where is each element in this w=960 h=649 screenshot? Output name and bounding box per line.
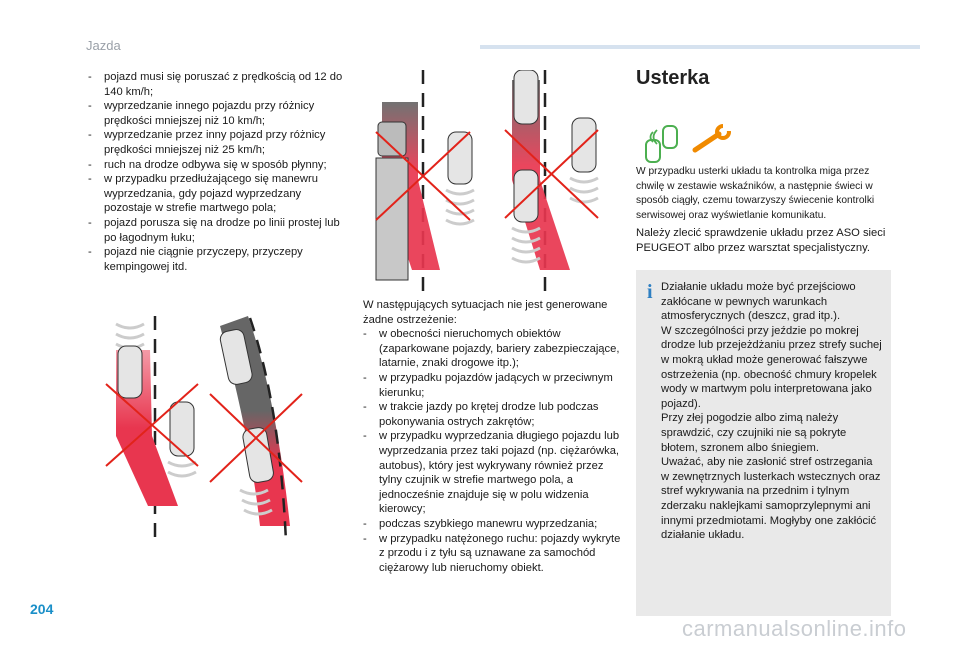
watermark[interactable]: carmanualsonline.info bbox=[682, 616, 907, 641]
section-title: Jazda bbox=[86, 38, 121, 53]
conditions-column: pojazd musi się poruszać z prędkością od… bbox=[88, 70, 350, 274]
info-icon: i bbox=[647, 281, 653, 303]
header-rule bbox=[480, 45, 920, 49]
wrench-icon bbox=[692, 124, 731, 153]
list-item: w obecności nieruchomych obiektów (zapar… bbox=[363, 327, 625, 371]
no-warning-column: W następujących sytuacjach nie jest gene… bbox=[363, 298, 625, 575]
curve-blind-spot-illustration bbox=[105, 316, 303, 542]
fault-indicator-icons bbox=[645, 124, 731, 163]
no-warning-intro: W następujących sytuacjach nie jest gene… bbox=[363, 299, 608, 326]
fault-description: W przypadku usterki układu ta kontrolka … bbox=[636, 166, 875, 221]
page-number: 204 bbox=[30, 601, 54, 617]
list-item: pojazd musi się poruszać z prędkością od… bbox=[88, 70, 350, 99]
list-item: w przypadku pojazdów jadących w przeciwn… bbox=[363, 371, 625, 400]
conditions-list: pojazd musi się poruszać z prędkością od… bbox=[88, 70, 350, 274]
blind-spot-warning-icon bbox=[645, 125, 678, 163]
list-item: w przypadku natężonego ruchu: pojazdy wy… bbox=[363, 532, 625, 576]
list-item: ruch na drodze odbywa się w sposób płynn… bbox=[88, 158, 350, 173]
list-item: w trakcie jazdy po krętej drodze lub pod… bbox=[363, 400, 625, 429]
list-item: podczas szybkiego manewru wyprzedzania; bbox=[363, 517, 625, 532]
info-paragraph: Przy złej pogodzie albo zimą należy spra… bbox=[661, 412, 847, 454]
info-paragraph: W szczególności przy jeździe po mokrej d… bbox=[661, 324, 882, 410]
info-paragraph: Uważać, aby nie zasłonić stref ostrzegan… bbox=[661, 456, 881, 542]
list-item: wyprzedzanie przez inny pojazd przy różn… bbox=[88, 128, 350, 157]
list-item: wyprzedzanie innego pojazdu przy różnicy… bbox=[88, 99, 350, 128]
fault-heading: Usterka bbox=[636, 67, 710, 89]
info-paragraph: Działanie układu może być przejściowo za… bbox=[661, 281, 856, 323]
list-item: pojazd nie ciągnie przyczepy, przyczepy … bbox=[88, 245, 350, 274]
list-item: pojazd porusza się na drodze po linii pr… bbox=[88, 216, 350, 245]
fault-service-instruction: Należy zlecić sprawdzenie układu przez A… bbox=[636, 227, 886, 254]
list-item: w przypadku wyprzedzania długiego pojazd… bbox=[363, 429, 625, 517]
list-item: w przypadku przedłużającego się manewru … bbox=[88, 172, 350, 216]
info-box: i Działanie układu może być przejściowo … bbox=[636, 270, 891, 616]
truck-blind-spot-illustration bbox=[375, 70, 599, 292]
info-text: Działanie układu może być przejściowo za… bbox=[661, 280, 883, 543]
no-warning-list: w obecności nieruchomych obiektów (zapar… bbox=[363, 327, 625, 575]
